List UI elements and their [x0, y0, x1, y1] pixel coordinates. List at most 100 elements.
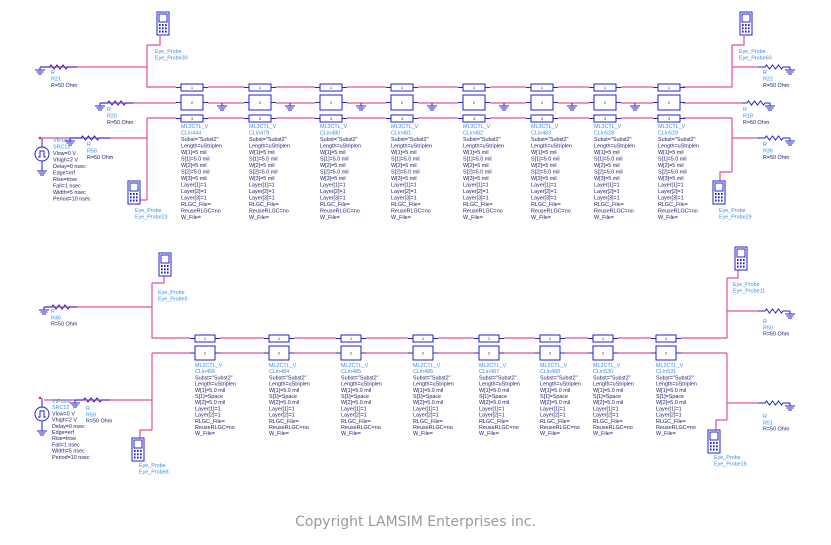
probe-key	[745, 30, 747, 33]
pin-index: 2	[473, 100, 476, 105]
label-text: ReuseRLGC=no	[658, 209, 698, 215]
probe-key	[137, 456, 139, 459]
probe-key	[159, 30, 161, 33]
label-text: Eye_Probe8	[139, 469, 169, 475]
label-text: W_File=	[249, 215, 269, 221]
transmission-line-conductor: 1	[653, 83, 685, 92]
label-text: RLGC_File=	[320, 202, 350, 208]
probe-key	[737, 265, 739, 268]
source-circle	[34, 406, 50, 422]
label-text: S[1]=Space	[479, 394, 507, 400]
ground-icon	[785, 138, 795, 146]
transmission-line-conductor: 2	[653, 94, 685, 111]
label-text: Length=uStriplen	[594, 144, 635, 150]
label-text: W_File=	[658, 215, 678, 221]
label-text: R58	[87, 149, 97, 155]
label-text: ML2CTL_V	[195, 363, 223, 369]
label-text: Layer[1]=1	[249, 183, 275, 189]
label-text: RLGC_File=	[531, 202, 561, 208]
probe-screen	[741, 13, 751, 23]
label-text: S[2]=5.0 mil	[658, 170, 687, 176]
label-text: ReuseRLGC=no	[391, 209, 431, 215]
transmission-line-conductor: 2	[386, 94, 418, 111]
plus-terminal	[38, 136, 42, 140]
ground-icon	[765, 103, 775, 111]
resistor-icon	[742, 100, 770, 106]
probe-key	[162, 27, 164, 30]
transmission-line-conductor: 2	[526, 94, 558, 111]
component-label: ML3CTL_VCLin483Subst="Subst2"Length=uStr…	[531, 124, 572, 221]
label-text: Length=uStriplen	[479, 382, 520, 388]
label-text: CLin482	[463, 131, 483, 137]
label-text: W[1]=5.0 mil	[593, 388, 623, 394]
label-text: Fall=1 nsec	[52, 442, 80, 448]
transmission-line-conductor: 2	[588, 345, 618, 361]
resistor-zigzag	[75, 397, 110, 403]
transmission-line-conductor: 2	[176, 94, 208, 111]
component-label: ML3CTL_VCLin481Subst="Subst2"Length=uStr…	[391, 124, 432, 221]
label-text: Eye_Probe23	[135, 215, 168, 221]
pin-index: 1	[401, 85, 404, 90]
label-text: Length=uStriplen	[195, 382, 236, 388]
resistor-zigzag	[100, 100, 133, 106]
eye-probe-icon	[712, 180, 726, 205]
pin-index: 1	[204, 336, 207, 341]
label-text: ReuseRLGC=no	[249, 209, 289, 215]
label-text: Edge=erf	[53, 171, 76, 177]
component-label: ML2CTL_VCLin484Subst="Subst2"Length=uStr…	[269, 363, 310, 437]
label-text: ReuseRLGC=no	[540, 425, 580, 431]
label-text: RLGC_File=	[656, 419, 686, 425]
transmission-line-conductor: 1	[458, 83, 490, 92]
ml2ctl-component: ML2CTL_VCLin487Subst="Subst2"Length=uStr…	[479, 363, 520, 437]
label-text: S[2]=5.0 mil	[531, 170, 560, 176]
probe-key	[140, 453, 142, 456]
label-text: R50	[763, 325, 773, 331]
label-text: RLGC_File=	[249, 202, 279, 208]
label-text: Layer[1]=1	[463, 183, 489, 189]
probe29-lead	[719, 171, 732, 181]
label-text: CLin485	[341, 369, 361, 375]
label-text: Layer[3]=1	[249, 196, 275, 202]
ground-icon	[95, 103, 105, 111]
pin-index: 1	[488, 336, 491, 341]
ground-icon	[567, 103, 577, 111]
transmission-line-conductor: 2	[264, 345, 294, 361]
probe-key	[716, 445, 718, 448]
ml3ctl-component: ML3CTL_VCLin480Subst="Subst2"Length=uStr…	[320, 124, 361, 221]
component-label: ML2CTL_VCLin487Subst="Subst2"Length=uStr…	[479, 363, 520, 437]
probe-key	[134, 453, 136, 456]
probe60-lead	[732, 36, 745, 46]
probe-screen	[709, 431, 719, 441]
label-text: W_File=	[391, 215, 411, 221]
pulse-glyph	[38, 410, 46, 418]
top-line-1-right	[683, 45, 733, 88]
probe-key	[710, 442, 712, 444]
probe-key	[159, 24, 161, 26]
label-text: R=50 Ohm	[763, 155, 790, 161]
label-text: W_File=	[479, 431, 499, 437]
probe-screen	[158, 13, 168, 23]
label-text: Layer[3]=1	[594, 196, 620, 202]
probe-key	[137, 450, 139, 452]
label-text: CLin444	[181, 131, 201, 137]
pin-index: 3	[259, 116, 262, 121]
probe-key	[137, 453, 139, 456]
label-text: W[2]=5 mil	[594, 163, 620, 169]
label-text: S[1]=5.0 mil	[594, 157, 623, 163]
transmission-line-conductor: 1	[526, 83, 558, 92]
label-text: Period=10 nsec	[52, 455, 90, 461]
label-text: R	[107, 107, 111, 113]
eye-probe-icon	[158, 252, 172, 277]
label-text: W[1]=5 mil	[181, 150, 207, 156]
transmission-line-conductor: 1	[474, 334, 504, 343]
label-text: RLGC_File=	[658, 202, 688, 208]
transmission-line-conductor: 3	[526, 114, 558, 123]
ml3ctl-component: ML3CTL_VCLin528Subst="Subst2"Length=uStr…	[594, 124, 635, 221]
label-text: Eye_Probe60	[739, 56, 772, 62]
probe-key	[737, 259, 739, 261]
label-text: ML2CTL_V	[479, 363, 507, 369]
probe8-lead	[139, 429, 152, 438]
label-text: Length=uStriplen	[463, 144, 504, 150]
label-text: R	[87, 142, 91, 148]
ground-icon	[37, 168, 47, 176]
